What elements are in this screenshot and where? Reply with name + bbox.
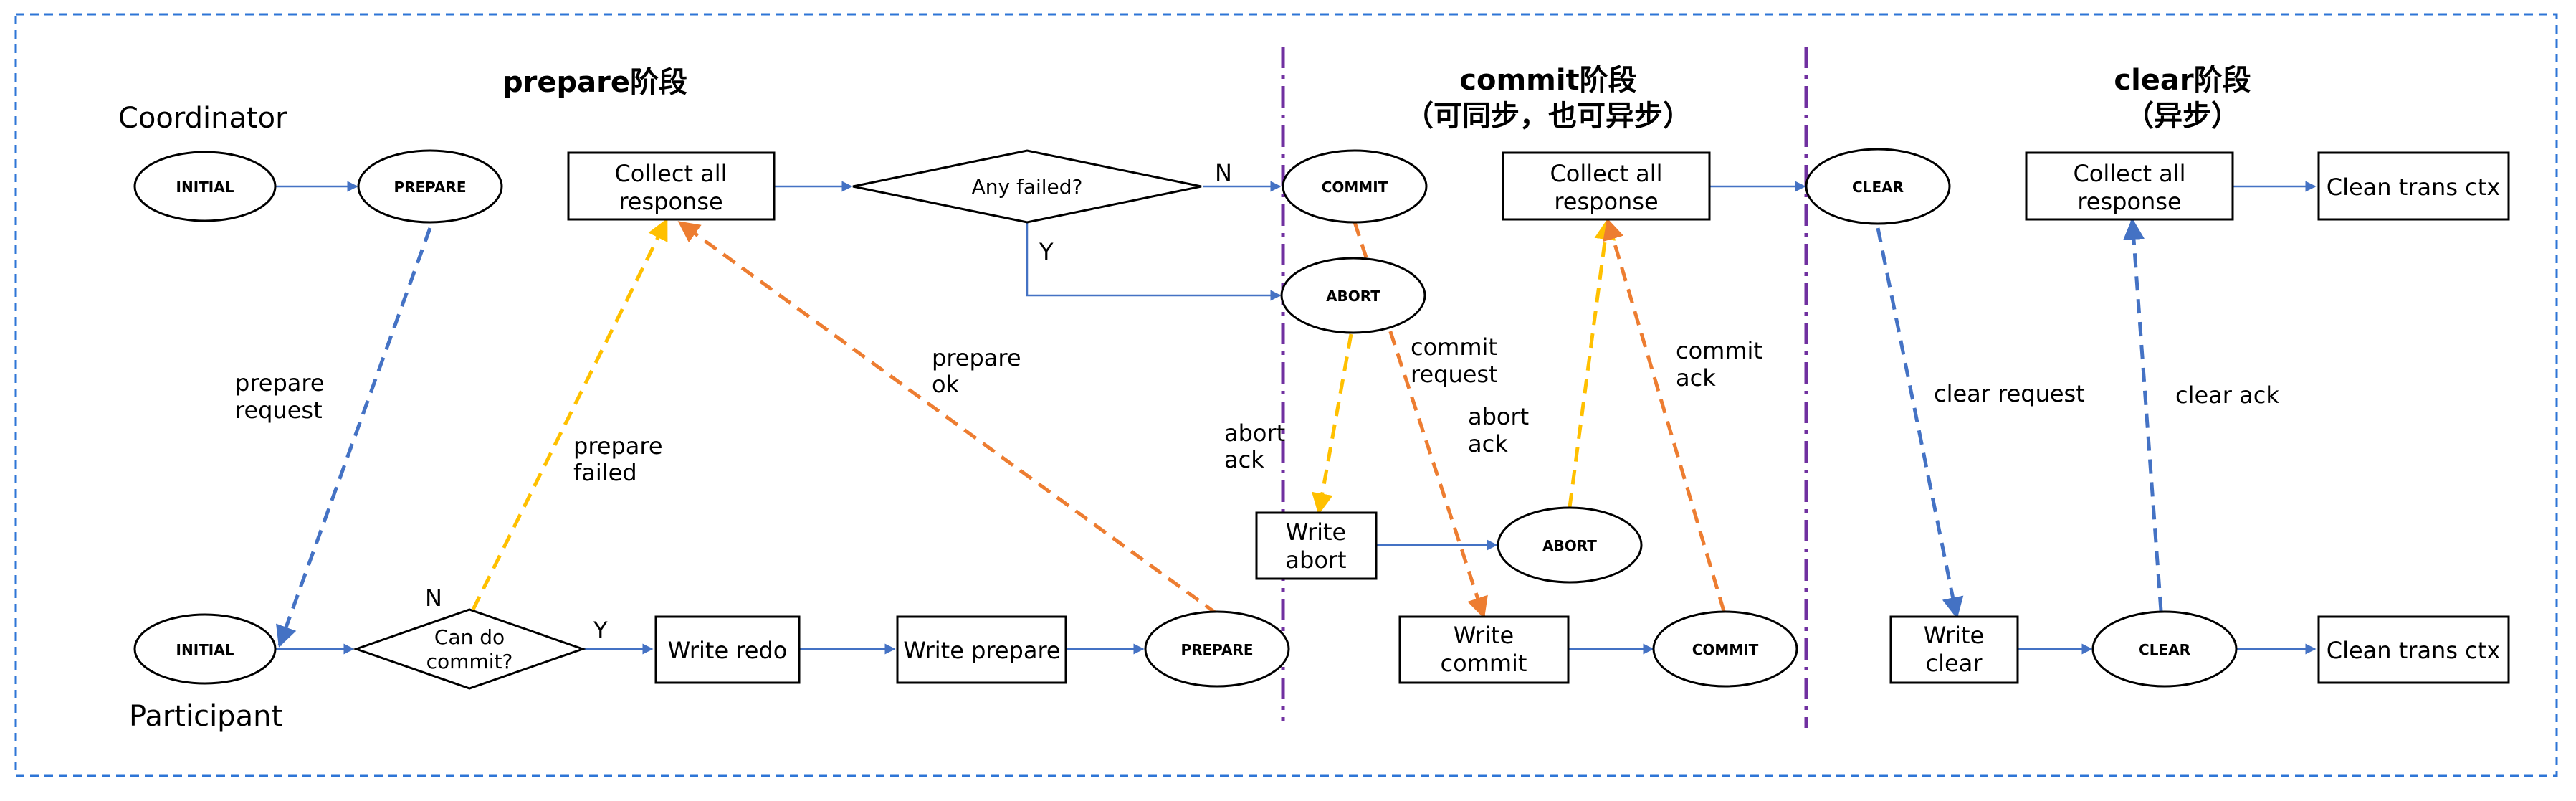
coordinator-commit-state: COMMIT — [1282, 149, 1428, 224]
role-participant: Participant — [129, 700, 282, 733]
participant-can-do-commit-decision: Can do commit? — [353, 608, 586, 690]
title-commit-phase: commit阶段 — [1459, 64, 1636, 97]
participant-initial-label: INITIAL — [176, 641, 234, 658]
label-cando-yes: Y — [593, 617, 608, 644]
label-prepare-ok-1: prepare — [932, 344, 1021, 371]
participant-write-clear: Write clear — [1889, 615, 2019, 684]
label-branch-yes: Y — [1039, 238, 1054, 265]
participant-write-redo: Write redo — [654, 615, 801, 684]
label-clear-ack: clear ack — [2175, 381, 2279, 409]
participant-write-abort-line2: abort — [1285, 546, 1346, 574]
participant-write-clear-line1: Write — [1924, 622, 1984, 649]
participant-commit-state: COMMIT — [1652, 610, 1798, 688]
coordinator-collect1-line2: response — [619, 188, 722, 215]
coordinator-initial-state: INITIAL — [133, 151, 277, 222]
title-clear-phase: clear阶段 — [2114, 64, 2251, 97]
participant-clean-label: Clean trans ctx — [2327, 637, 2501, 664]
label-cando-no: N — [425, 584, 442, 612]
edge-c-anyfailed-abort — [1026, 222, 1282, 301]
coordinator-collect3-line2: response — [2077, 188, 2181, 215]
coordinator-initial-label: INITIAL — [176, 179, 234, 196]
label-abort-ack-1-line1: abort — [1224, 420, 1285, 447]
participant-abort-state: ABORT — [1497, 506, 1643, 584]
msg-prepare-failed — [471, 218, 669, 611]
coordinator-prepare-label: PREPARE — [393, 179, 466, 196]
label-prepare-failed-2: failed — [573, 459, 637, 486]
participant-write-redo-label: Write redo — [668, 637, 788, 664]
participant-write-abort-line1: Write — [1286, 518, 1346, 546]
label-abort-ack-2-line1: abort — [1468, 403, 1529, 430]
participant-abort-label: ABORT — [1542, 537, 1597, 554]
participant-write-prepare: Write prepare — [896, 615, 1067, 684]
participant-clear-label: CLEAR — [2139, 641, 2190, 658]
label-prepare-request-2: request — [235, 397, 323, 424]
coordinator-collect-commit-responses: Collect all response — [1502, 151, 1711, 221]
title-prepare-phase: prepare阶段 — [502, 66, 687, 99]
coordinator-clean-trans-ctx: Clean trans ctx — [2317, 151, 2510, 221]
participant-commit-label: COMMIT — [1692, 641, 1759, 658]
participant-initial-state: INITIAL — [133, 613, 277, 685]
coordinator-collect3-line1: Collect all — [2073, 160, 2185, 187]
label-abort-ack-2-line2: ack — [1468, 430, 1508, 458]
label-prepare-ok-2: ok — [932, 371, 960, 398]
label-prepare-failed-1: prepare — [573, 432, 663, 460]
diagram-border — [14, 13, 2558, 777]
coordinator-collect-clear-responses: Collect all response — [2025, 151, 2234, 221]
participant-write-commit-line2: commit — [1441, 650, 1527, 677]
participant-cando-line2: commit? — [426, 650, 513, 673]
participant-prepare-label: PREPARE — [1180, 641, 1253, 658]
participant-cando-line1: Can do — [434, 625, 505, 649]
coordinator-collect2-line1: Collect all — [1550, 160, 1662, 187]
title-commit-phase-note: （可同步，也可异步） — [1405, 100, 1692, 133]
participant-write-clear-line2: clear — [1926, 650, 1983, 677]
coordinator-clear-state: CLEAR — [1805, 148, 1951, 225]
coordinator-collect-prepare-responses: Collect all response — [567, 151, 776, 221]
label-prepare-request-1: prepare — [235, 369, 325, 397]
msg-abort-ack-participant — [1568, 218, 1616, 508]
coordinator-collect1-line1: Collect all — [614, 160, 727, 187]
coordinator-clean-label: Clean trans ctx — [2327, 174, 2501, 201]
msg-prepare-request — [276, 227, 432, 648]
msg-clear-ack — [2123, 218, 2163, 612]
msg-abort-ack-coordinator — [1312, 333, 1353, 515]
coordinator-abort-label: ABORT — [1326, 288, 1380, 305]
coordinator-commit-label: COMMIT — [1322, 179, 1388, 196]
label-commit-ack-2: ack — [1676, 364, 1716, 392]
participant-write-commit-line1: Write — [1454, 622, 1514, 649]
coordinator-any-failed-label: Any failed? — [972, 175, 1083, 199]
label-commit-ack-1: commit — [1676, 337, 1762, 364]
participant-clean-trans-ctx: Clean trans ctx — [2317, 615, 2510, 684]
coordinator-any-failed-decision: Any failed? — [852, 149, 1202, 224]
coordinator-clear-label: CLEAR — [1852, 179, 1904, 196]
msg-prepare-ok — [677, 220, 1218, 616]
msg-clear-request — [1876, 227, 1964, 619]
label-branch-no: N — [1215, 159, 1232, 186]
participant-write-prepare-label: Write prepare — [903, 637, 1060, 664]
label-abort-ack-1-line2: ack — [1224, 446, 1264, 473]
participant-clear-state: CLEAR — [2091, 610, 2238, 688]
participant-write-abort: Write abort — [1255, 511, 1378, 580]
title-clear-phase-note: （异步） — [2125, 100, 2240, 133]
participant-prepare-state: PREPARE — [1144, 610, 1290, 688]
coordinator-prepare-state: PREPARE — [357, 149, 503, 224]
label-commit-request-1: commit — [1411, 333, 1497, 361]
role-coordinator: Coordinator — [118, 102, 287, 135]
label-commit-request-2: request — [1411, 361, 1498, 388]
coordinator-abort-state: ABORT — [1280, 257, 1426, 334]
coordinator-collect2-line2: response — [1554, 188, 1658, 215]
label-clear-request: clear request — [1934, 380, 2085, 407]
participant-write-commit: Write commit — [1398, 615, 1570, 684]
